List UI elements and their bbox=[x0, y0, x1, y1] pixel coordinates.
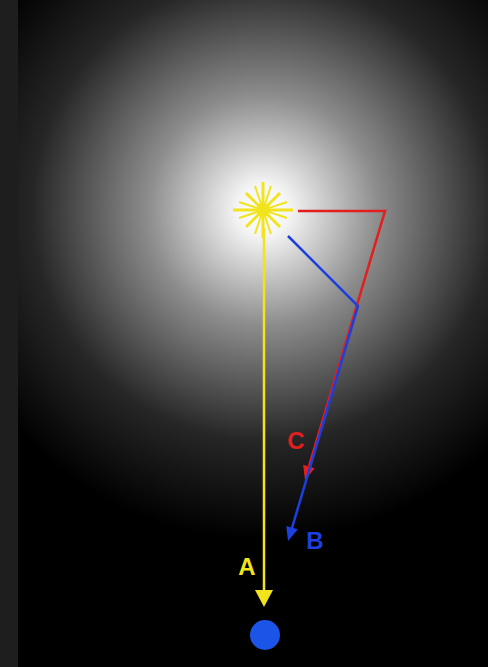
glow-background bbox=[18, 0, 488, 667]
star-source bbox=[233, 182, 293, 238]
red-path bbox=[298, 211, 385, 466]
blue-path bbox=[288, 236, 358, 528]
blue-arrowhead bbox=[286, 526, 298, 541]
yellow-arrowhead bbox=[255, 590, 273, 607]
side-strip bbox=[0, 0, 18, 667]
path-label: C bbox=[287, 429, 304, 453]
yellow-path bbox=[263, 228, 266, 592]
path-label: B bbox=[306, 529, 323, 553]
path-label: A bbox=[238, 555, 255, 579]
observer-dot bbox=[250, 620, 280, 650]
